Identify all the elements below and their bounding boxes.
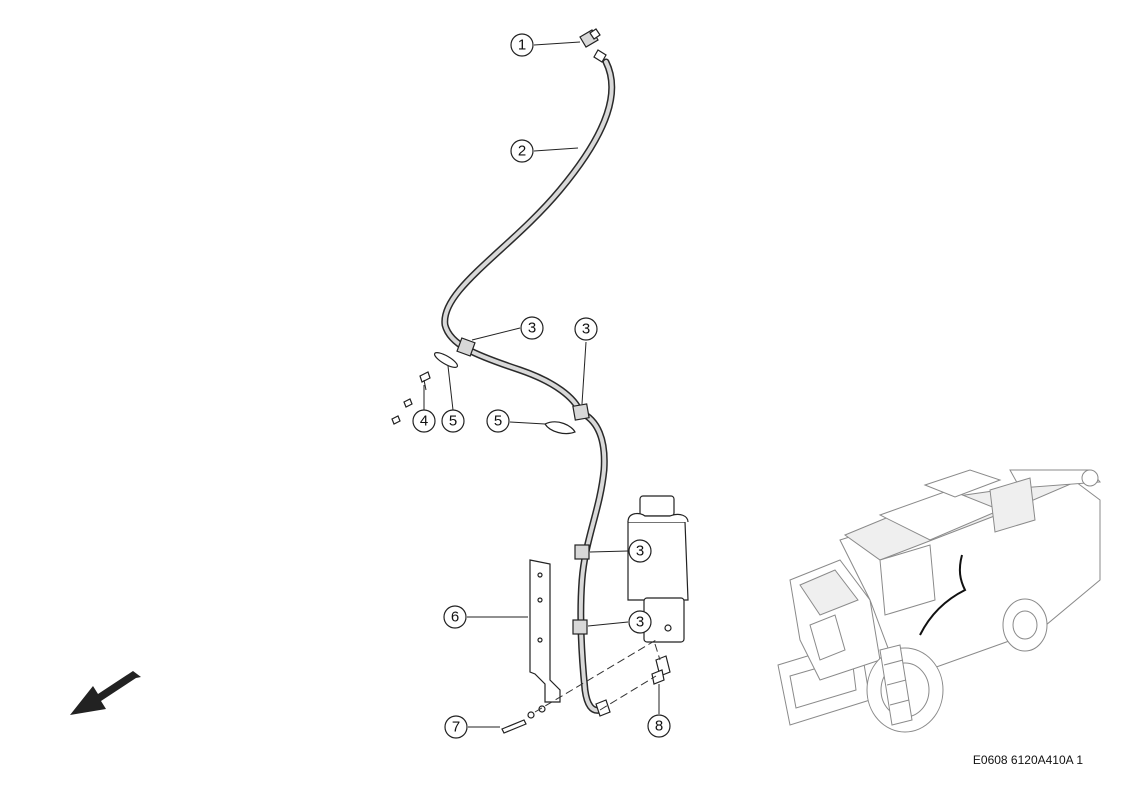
svg-text:3: 3 (582, 321, 590, 338)
clamp-3-c (574, 544, 590, 560)
callout-1: 1 (510, 33, 534, 57)
part-7-bolt (501, 705, 546, 734)
part-1-fitting (579, 28, 607, 63)
svg-text:3: 3 (636, 543, 644, 560)
part-2-hose (441, 58, 616, 717)
drawing-reference-code: E0608 6120A410A 1 (972, 753, 1083, 767)
svg-text:3: 3 (636, 614, 644, 631)
clamp-3-b (572, 403, 590, 421)
leader-lines (423, 41, 660, 728)
svg-text:7: 7 (452, 719, 460, 736)
svg-text:3: 3 (528, 320, 536, 337)
callout-3b: 3 (574, 317, 598, 341)
svg-text:4: 4 (420, 413, 428, 430)
clamp-3-a (456, 337, 476, 357)
clamp-3-d (572, 619, 588, 635)
svg-text:6: 6 (451, 609, 459, 626)
combine-harvester-overview-icon (777, 469, 1102, 733)
callout-3a: 3 (520, 316, 544, 340)
callout-5b: 5 (486, 409, 510, 433)
callout-6: 6 (443, 605, 467, 629)
callout-2: 2 (510, 139, 534, 163)
callout-7: 7 (444, 715, 468, 739)
part-8-elbow (651, 655, 671, 685)
callout-8: 8 (647, 714, 671, 738)
svg-text:5: 5 (449, 413, 457, 430)
svg-text:5: 5 (494, 413, 502, 430)
svg-text:8: 8 (655, 718, 663, 735)
callout-3d: 3 (628, 610, 652, 634)
callout-3c: 3 (628, 539, 652, 563)
part-4-screw-set (391, 371, 431, 425)
callout-4: 4 (412, 409, 436, 433)
part-6-bracket (529, 559, 561, 703)
part-5-washer-a (433, 352, 459, 368)
direction-arrow-icon (70, 671, 141, 715)
callout-5a: 5 (441, 409, 465, 433)
part-5-washer-b (544, 421, 576, 435)
assembly-lines (534, 639, 661, 713)
svg-text:2: 2 (518, 143, 526, 160)
svg-text:1: 1 (518, 37, 526, 54)
